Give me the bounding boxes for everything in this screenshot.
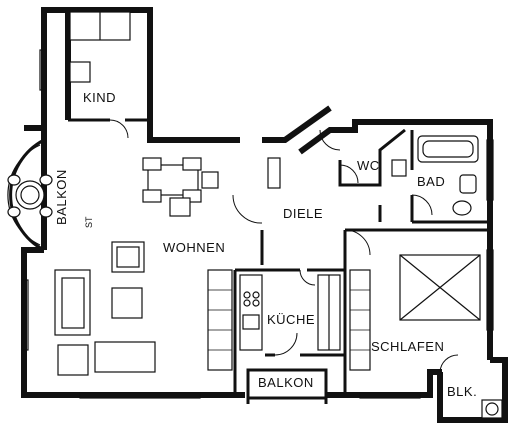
- blk-balcony: [481, 399, 503, 419]
- interior-walls: [68, 118, 490, 395]
- windows: [21, 7, 494, 399]
- room-labels: KIND BALKON ST WOHNEN DIELE WC BAD KÜCHE…: [54, 90, 477, 399]
- doors: [109, 119, 459, 373]
- outer-walls: [21, 7, 508, 423]
- label-balkon-south: BALKON: [258, 375, 314, 390]
- label-kueche: KÜCHE: [267, 312, 315, 327]
- label-wc: WC: [357, 158, 380, 173]
- wohnen-furniture: [54, 157, 281, 376]
- label-st: ST: [84, 216, 94, 228]
- south-balcony: [246, 368, 328, 404]
- label-balkon-west: BALKON: [54, 169, 69, 225]
- west-balcony: [7, 138, 53, 252]
- schlafen-furniture: [349, 254, 481, 371]
- label-diele: DIELE: [283, 206, 323, 221]
- label-schlafen: SCHLAFEN: [371, 339, 444, 354]
- label-wohnen: WOHNEN: [163, 240, 225, 255]
- bath-fixtures: [391, 135, 479, 216]
- label-bad: BAD: [417, 174, 445, 189]
- label-blk: BLK.: [447, 384, 477, 399]
- kind-furniture: [69, 11, 131, 83]
- label-kind: KIND: [83, 90, 116, 105]
- kitchen-fixtures: [239, 274, 341, 351]
